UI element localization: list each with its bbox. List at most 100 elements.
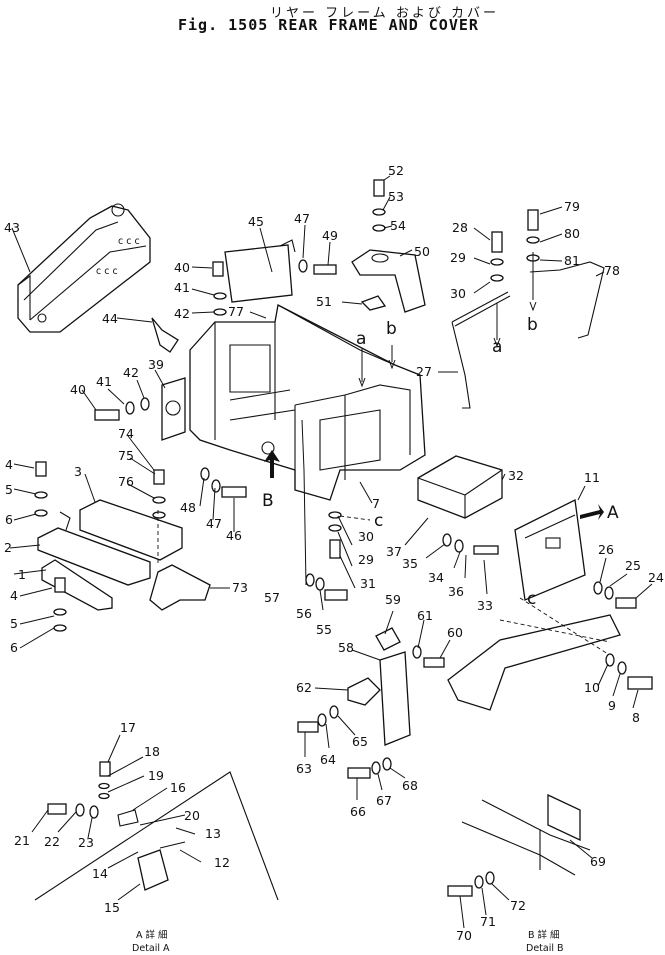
part-45-plate-drawing: [224, 239, 296, 303]
callout-47a: 47: [294, 211, 310, 226]
callout-39: 39: [148, 357, 164, 372]
callout-64: 64: [320, 752, 336, 767]
callout-26: 26: [598, 542, 614, 557]
part-43-cover-drawing: c c c c c c: [17, 203, 151, 333]
callout-25: 25: [625, 558, 641, 573]
callout-79: 79: [564, 199, 580, 214]
ref-c-frame: c: [374, 511, 383, 531]
callout-70: 70: [456, 928, 472, 943]
callout-20: 20: [184, 808, 200, 823]
title-jp: リヤー フレーム および カバー: [270, 6, 500, 21]
callout-35: 35: [402, 556, 418, 571]
callout-69: 69: [590, 854, 606, 869]
callout-42b: 42: [123, 365, 139, 380]
callout-40b: 40: [70, 382, 86, 397]
fasteners-drawing: [34, 179, 653, 897]
callout-73: 73: [232, 580, 248, 595]
detail-a-drawing: [34, 771, 279, 901]
ref-c-housing: c: [527, 589, 536, 609]
callout-49: 49: [322, 228, 338, 243]
callout-62: 62: [296, 680, 312, 695]
callout-41a: 41: [174, 280, 190, 295]
detail-a-jp: A 詳 細: [136, 929, 168, 941]
callout-47b: 47: [206, 516, 222, 531]
part-59-drawing: [375, 627, 401, 651]
callout-9: 9: [608, 698, 616, 713]
callout-77: 77: [228, 304, 244, 319]
callout-40a: 40: [174, 260, 190, 275]
part-50-drawing: [351, 249, 426, 313]
callout-22: 22: [44, 834, 60, 849]
ref-b-handle: b: [527, 315, 538, 335]
part-27-drawing: [451, 291, 511, 409]
callout-46: 46: [226, 528, 242, 543]
detail-b-drawing: [461, 793, 591, 876]
callout-23: 23: [78, 835, 94, 850]
callout-74: 74: [118, 426, 134, 441]
part-housing-drawing: [447, 614, 621, 711]
callout-11: 11: [584, 470, 600, 485]
part-1-plate-drawing: [41, 559, 113, 611]
title-en: Fig. 1505 REAR FRAME AND COVER: [178, 16, 479, 34]
callout-8: 8: [632, 710, 640, 725]
callout-10: 10: [584, 680, 600, 695]
callout-29b: 29: [358, 552, 374, 567]
callout-3: 3: [74, 464, 82, 479]
callout-30b: 30: [358, 529, 374, 544]
callout-54: 54: [390, 218, 406, 233]
callout-57: 57: [264, 590, 280, 605]
callout-27: 27: [416, 364, 432, 379]
callout-68: 68: [402, 778, 418, 793]
callout-61: 61: [417, 608, 433, 623]
callout-48: 48: [180, 500, 196, 515]
ref-b-frame: b: [386, 319, 397, 339]
leader-lines: [9, 175, 653, 929]
callout-43: 43: [4, 220, 20, 235]
callout-34: 34: [428, 570, 444, 585]
callout-51: 51: [316, 294, 332, 309]
callout-17: 17: [120, 720, 136, 735]
svg-text:c c c: c c c: [118, 236, 140, 247]
callout-56: 56: [296, 606, 312, 621]
ref-A-arrow: A: [607, 503, 619, 523]
callout-14: 14: [92, 866, 108, 881]
callout-36: 36: [448, 584, 464, 599]
callout-78: 78: [604, 263, 620, 278]
callout-72: 72: [510, 898, 526, 913]
part-58-support-drawing: [347, 651, 411, 746]
callout-19: 19: [148, 768, 164, 783]
callout-13: 13: [205, 826, 221, 841]
callout-55: 55: [316, 622, 332, 637]
callout-24: 24: [648, 570, 664, 585]
callout-5a: 5: [5, 482, 13, 497]
callout-15: 15: [104, 900, 120, 915]
callout-28: 28: [452, 220, 468, 235]
callout-65: 65: [352, 734, 368, 749]
part-3-plate-drawing: [59, 499, 183, 561]
callout-37: 37: [386, 544, 402, 559]
callout-32: 32: [508, 468, 524, 483]
callout-76: 76: [118, 474, 134, 489]
callout-21: 21: [14, 833, 30, 848]
callout-12: 12: [214, 855, 230, 870]
callout-2: 2: [4, 540, 12, 555]
callout-63: 63: [296, 761, 312, 776]
callout-31: 31: [360, 576, 376, 591]
part-39-drawing: [161, 377, 186, 441]
callout-44: 44: [102, 311, 118, 326]
callout-80: 80: [564, 226, 580, 241]
part-78-drawing: [529, 261, 605, 339]
callout-18: 18: [144, 744, 160, 759]
part-32-drawing: [417, 455, 503, 519]
part-2-plate-drawing: [37, 527, 151, 586]
callout-67: 67: [376, 793, 392, 808]
callout-71: 71: [480, 914, 496, 929]
callout-45: 45: [248, 214, 264, 229]
part-44-drawing: [151, 317, 179, 353]
callout-66: 66: [350, 804, 366, 819]
callout-50: 50: [414, 244, 430, 259]
callout-75: 75: [118, 448, 134, 463]
callout-5b: 5: [10, 616, 18, 631]
callout-42a: 42: [174, 306, 190, 321]
